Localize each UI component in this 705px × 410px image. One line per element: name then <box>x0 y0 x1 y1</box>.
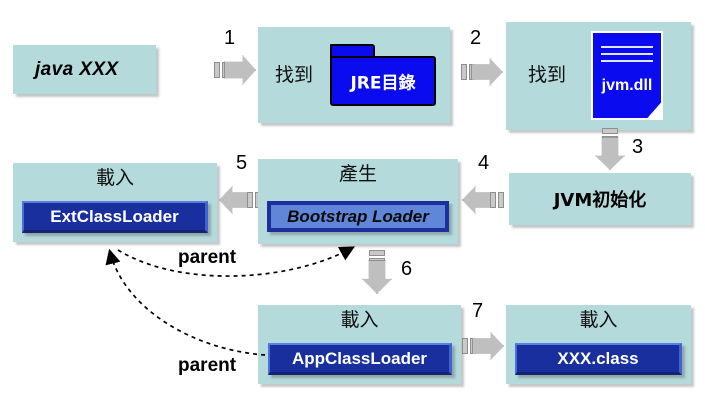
load-app-caption: 載入 <box>340 309 379 331</box>
node-java-command: java XXX <box>13 45 156 94</box>
node-jvm-init: JVM初始化 <box>509 173 691 225</box>
step-number-7: 7 <box>472 300 484 322</box>
step-number-5: 5 <box>236 152 248 174</box>
loader-bootstrap-loader: Bootstrap Loader <box>267 201 449 232</box>
node-load-ext: 載入 ExtClassLoader <box>13 163 217 242</box>
parent-label-top: parent <box>178 247 237 268</box>
node-load-app: 載入 AppClassLoader <box>258 305 461 384</box>
find-jvmdll-caption: 找到 <box>528 64 567 86</box>
node-load-class: 載入 XXX.class <box>506 305 691 384</box>
step-number-6: 6 <box>401 258 413 280</box>
arrow-step-3 <box>595 128 625 170</box>
arrow-step-6 <box>362 250 392 294</box>
document-icon: jvm.dll <box>591 31 670 129</box>
node-find-jre: 找到 JRE目錄 <box>258 27 450 123</box>
jvm-init-label: JVM初始化 <box>553 190 647 211</box>
step-number-2: 2 <box>470 27 482 49</box>
create-bootstrap-caption: 產生 <box>338 163 377 185</box>
load-ext-caption: 載入 <box>95 167 134 189</box>
java-command-label: java XXX <box>35 58 119 80</box>
loader-xxx-class-label: XXX.class <box>557 348 639 368</box>
step-number-3: 3 <box>632 136 644 158</box>
step-number-1: 1 <box>224 27 236 49</box>
loader-ext-class-loader-label: ExtClassLoader <box>50 206 179 226</box>
loader-xxx-class: XXX.class <box>515 343 682 375</box>
loader-ext-class-loader: ExtClassLoader <box>22 201 208 233</box>
arrow-step-1 <box>214 55 256 85</box>
folder-icon: JRE目錄 <box>330 44 441 109</box>
node-create-bootstrap: 產生 Bootstrap Loader <box>258 159 458 244</box>
document-icon-label: jvm.dll <box>601 77 653 95</box>
arrow-step-5 <box>219 186 261 214</box>
arrow-step-7 <box>462 332 504 360</box>
step-number-4: 4 <box>478 152 490 174</box>
arrow-step-2 <box>461 58 503 86</box>
parent-label-bottom: parent <box>178 355 237 376</box>
find-jre-caption: 找到 <box>275 64 314 86</box>
load-class-caption: 載入 <box>579 309 618 331</box>
arrow-step-4 <box>462 186 504 214</box>
loader-bootstrap-loader-label: Bootstrap Loader <box>287 206 429 226</box>
loader-app-class-loader: AppClassLoader <box>268 343 452 375</box>
node-find-jvmdll: 找到 jvm.dll <box>506 22 691 130</box>
loader-app-class-loader-label: AppClassLoader <box>291 348 428 368</box>
folder-icon-label: JRE目錄 <box>350 73 416 94</box>
